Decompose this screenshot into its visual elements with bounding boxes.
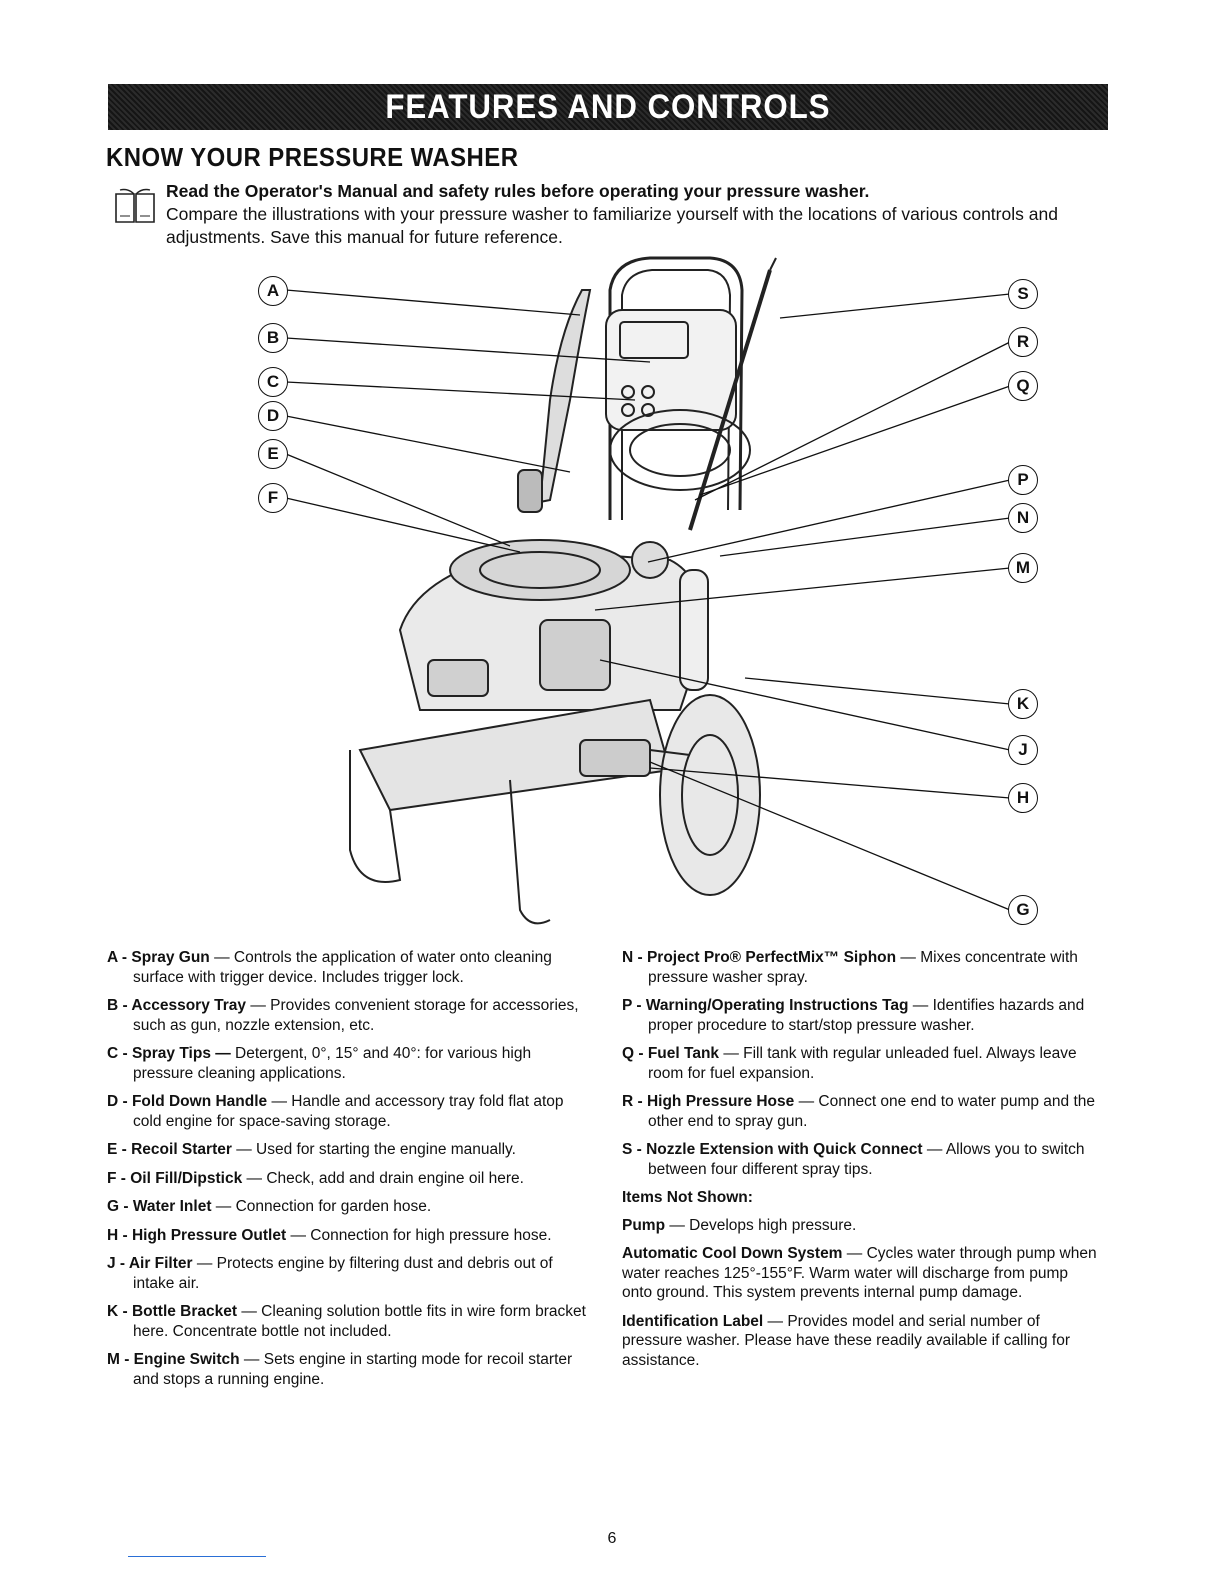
callout-p: P bbox=[1008, 465, 1038, 495]
callout-s: S bbox=[1008, 279, 1038, 309]
callout-n: N bbox=[1008, 503, 1038, 533]
list-item: G - Water Inlet — Connection for garden … bbox=[107, 1198, 432, 1215]
section-banner: FEATURES AND CONTROLS bbox=[108, 84, 1108, 130]
callout-a: A bbox=[258, 276, 288, 306]
pressure-washer-illustration bbox=[285, 256, 1011, 925]
intro-text: Compare the illustrations with your pres… bbox=[166, 204, 1058, 247]
callout-e: E bbox=[258, 439, 288, 469]
list-item: M - Engine Switch — Sets engine in start… bbox=[107, 1351, 573, 1388]
list-item: Q - Fuel Tank — Fill tank with regular u… bbox=[622, 1045, 1077, 1082]
banner-title: FEATURES AND CONTROLS bbox=[385, 87, 831, 126]
list-item: J - Air Filter — Protects engine by filt… bbox=[107, 1255, 553, 1292]
list-item: R - High Pressure Hose — Connect one end… bbox=[622, 1093, 1096, 1130]
callout-c: C bbox=[258, 367, 288, 397]
list-item: C - Spray Tips — Detergent, 0°, 15° and … bbox=[107, 1045, 532, 1082]
callout-q: Q bbox=[1008, 371, 1038, 401]
callout-h: H bbox=[1008, 783, 1038, 813]
right-description-column: N - Project Pro® PerfectMix™ Siphon — Mi… bbox=[622, 948, 1102, 1379]
list-item: S - Nozzle Extension with Quick Connect … bbox=[622, 1141, 1085, 1178]
not-shown-heading: Items Not Shown: bbox=[622, 1189, 753, 1206]
callout-g: G bbox=[1008, 895, 1038, 925]
intro-warning: Read the Operator's Manual and safety ru… bbox=[166, 181, 870, 201]
list-item: N - Project Pro® PerfectMix™ Siphon — Mi… bbox=[622, 949, 1078, 986]
callout-j: J bbox=[1008, 735, 1038, 765]
intro-paragraph: Read the Operator's Manual and safety ru… bbox=[166, 180, 1106, 249]
page-number: 6 bbox=[607, 1530, 617, 1547]
callout-d: D bbox=[258, 401, 288, 431]
list-item: D - Fold Down Handle — Handle and access… bbox=[107, 1093, 564, 1130]
footer-divider bbox=[128, 1556, 266, 1557]
list-item: P - Warning/Operating Instructions Tag —… bbox=[622, 997, 1085, 1034]
list-item: Pump — Develops high pressure. bbox=[622, 1216, 857, 1234]
page-title: KNOW YOUR PRESSURE WASHER bbox=[106, 142, 519, 172]
callout-k: K bbox=[1008, 689, 1038, 719]
list-item: A - Spray Gun — Controls the application… bbox=[107, 949, 552, 986]
list-item: H - High Pressure Outlet — Connection fo… bbox=[107, 1226, 552, 1244]
list-item: Identification Label — Provides model an… bbox=[622, 1312, 1071, 1369]
manual-book-icon bbox=[115, 188, 155, 223]
list-item: K - Bottle Bracket — Cleaning solution b… bbox=[107, 1303, 586, 1340]
list-item: E - Recoil Starter — Used for starting t… bbox=[107, 1141, 516, 1158]
list-item: B - Accessory Tray — Provides convenient… bbox=[107, 997, 579, 1034]
callout-b: B bbox=[258, 323, 288, 353]
list-item: Automatic Cool Down System — Cycles wate… bbox=[622, 1245, 1097, 1301]
callout-m: M bbox=[1008, 553, 1038, 583]
callout-f: F bbox=[258, 483, 288, 513]
callout-r: R bbox=[1008, 327, 1038, 357]
left-description-column: A - Spray Gun — Controls the application… bbox=[107, 948, 587, 1398]
list-item: F - Oil Fill/Dipstick — Check, add and d… bbox=[107, 1169, 524, 1187]
